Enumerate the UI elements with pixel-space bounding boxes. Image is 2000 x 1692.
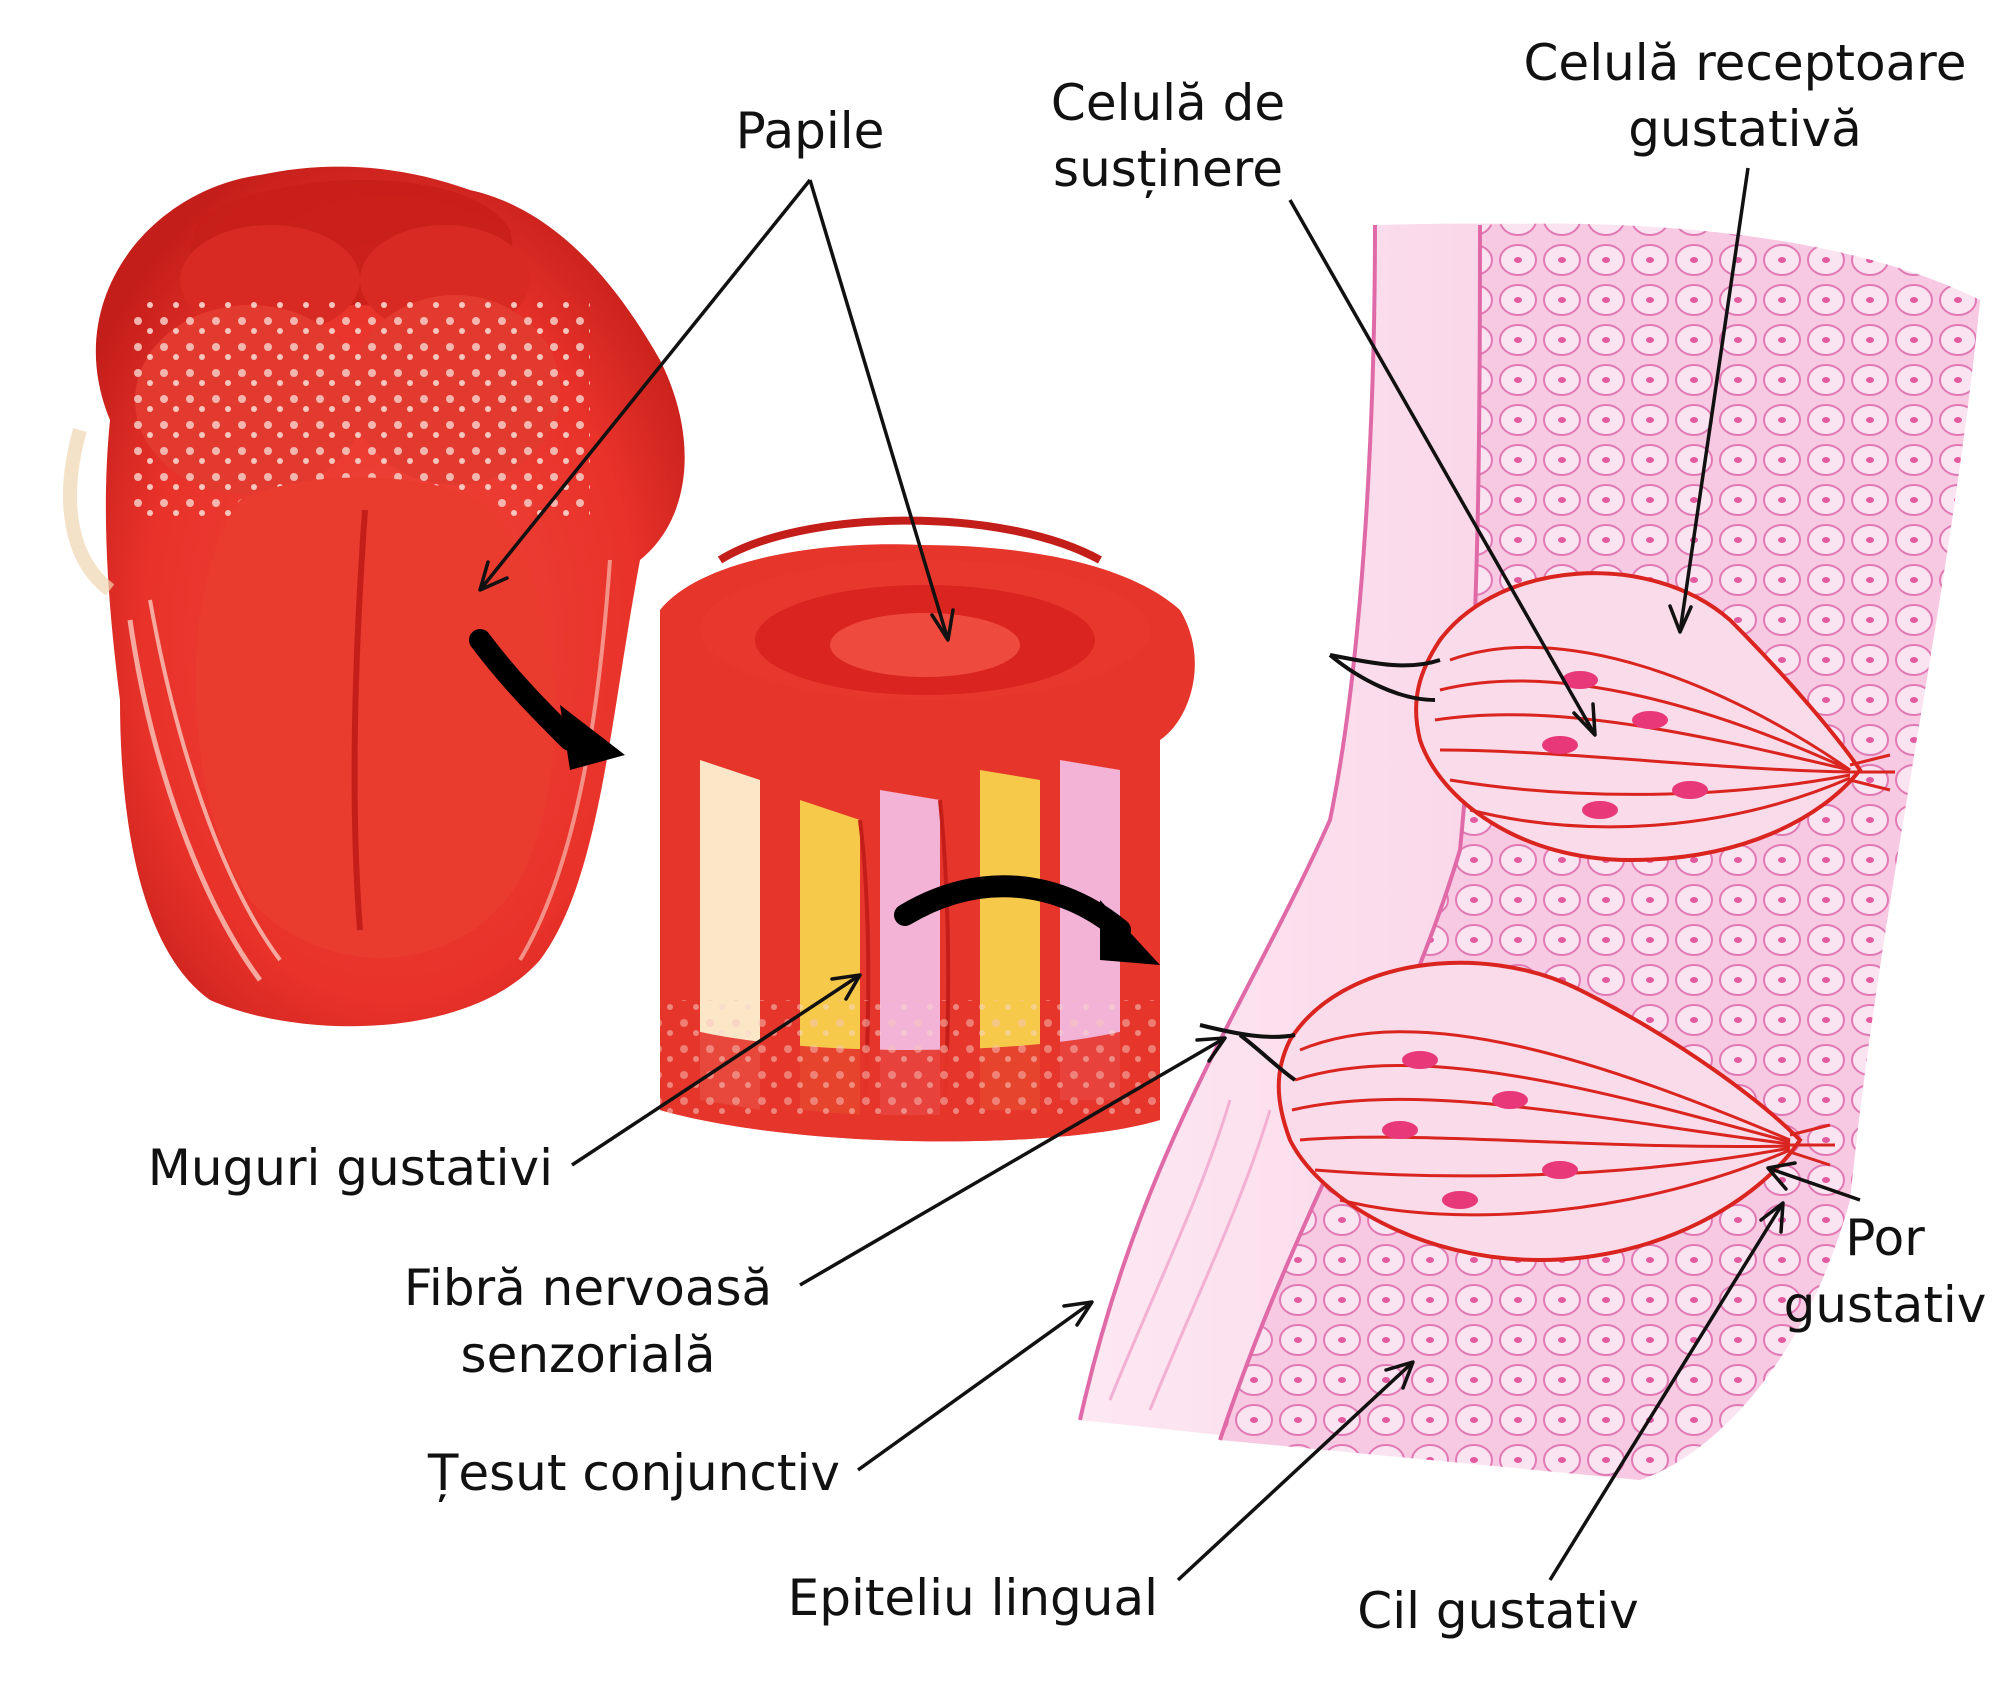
tongue-illustration <box>63 166 685 1027</box>
label-por-1: Por <box>1845 1209 1925 1267</box>
label-por-2: gustativ <box>1784 1276 1987 1334</box>
label-cil-gustativ: Cil gustativ <box>1357 1582 1638 1640</box>
label-celula-sustinere-1: Celulă de <box>1051 74 1285 132</box>
taste-bud-upper <box>1328 571 1895 863</box>
labels: Papile Celulă de susținere Celulă recept… <box>148 34 1987 1640</box>
label-celula-receptoare-1: Celulă receptoare <box>1524 34 1967 92</box>
papilla-section-illustration <box>660 516 1195 1142</box>
label-celula-receptoare-2: gustativă <box>1628 100 1861 158</box>
label-muguri-gustativi: Muguri gustativi <box>148 1139 553 1197</box>
label-tesut-conjunctiv: Țesut conjunctiv <box>427 1444 840 1502</box>
label-epiteliu-lingual: Epiteliu lingual <box>788 1569 1158 1627</box>
label-fibra-1: Fibră nervoasă <box>404 1259 772 1317</box>
label-papile: Papile <box>736 102 885 160</box>
zoom-arrows <box>469 629 1160 965</box>
leader-lines <box>478 167 1861 1582</box>
label-fibra-2: senzorială <box>461 1326 716 1384</box>
taste-bud-lower <box>1199 960 1835 1263</box>
label-celula-sustinere-2: susținere <box>1053 140 1283 198</box>
